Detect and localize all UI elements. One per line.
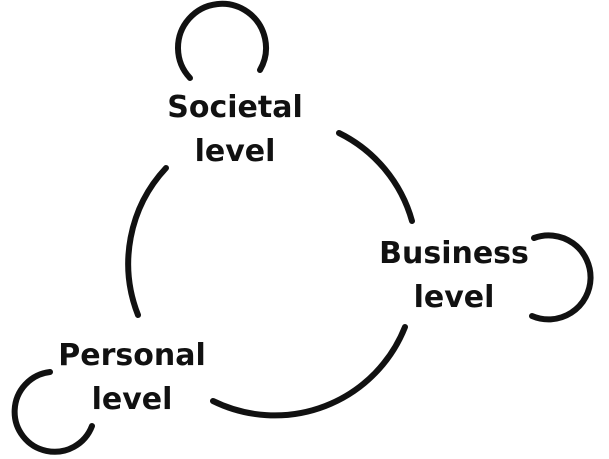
arc-personal-to-societal xyxy=(125,165,169,318)
self-loop-business xyxy=(529,232,594,323)
arc-societal-to-business xyxy=(336,130,415,224)
node-societal-line2: level xyxy=(194,134,276,169)
self-loop-personal xyxy=(11,369,95,455)
self-loop-societal xyxy=(175,0,269,81)
node-business-level: Business level xyxy=(378,232,530,320)
node-business-line2: level xyxy=(413,280,495,315)
node-personal-level: Personal level xyxy=(56,334,208,422)
node-business-line1: Business xyxy=(379,236,529,271)
node-personal-line1: Personal xyxy=(58,338,206,373)
node-societal-level: Societal level xyxy=(160,86,310,174)
node-societal-line1: Societal xyxy=(167,90,303,125)
arc-business-to-personal xyxy=(210,324,408,419)
node-personal-line2: level xyxy=(91,382,173,417)
